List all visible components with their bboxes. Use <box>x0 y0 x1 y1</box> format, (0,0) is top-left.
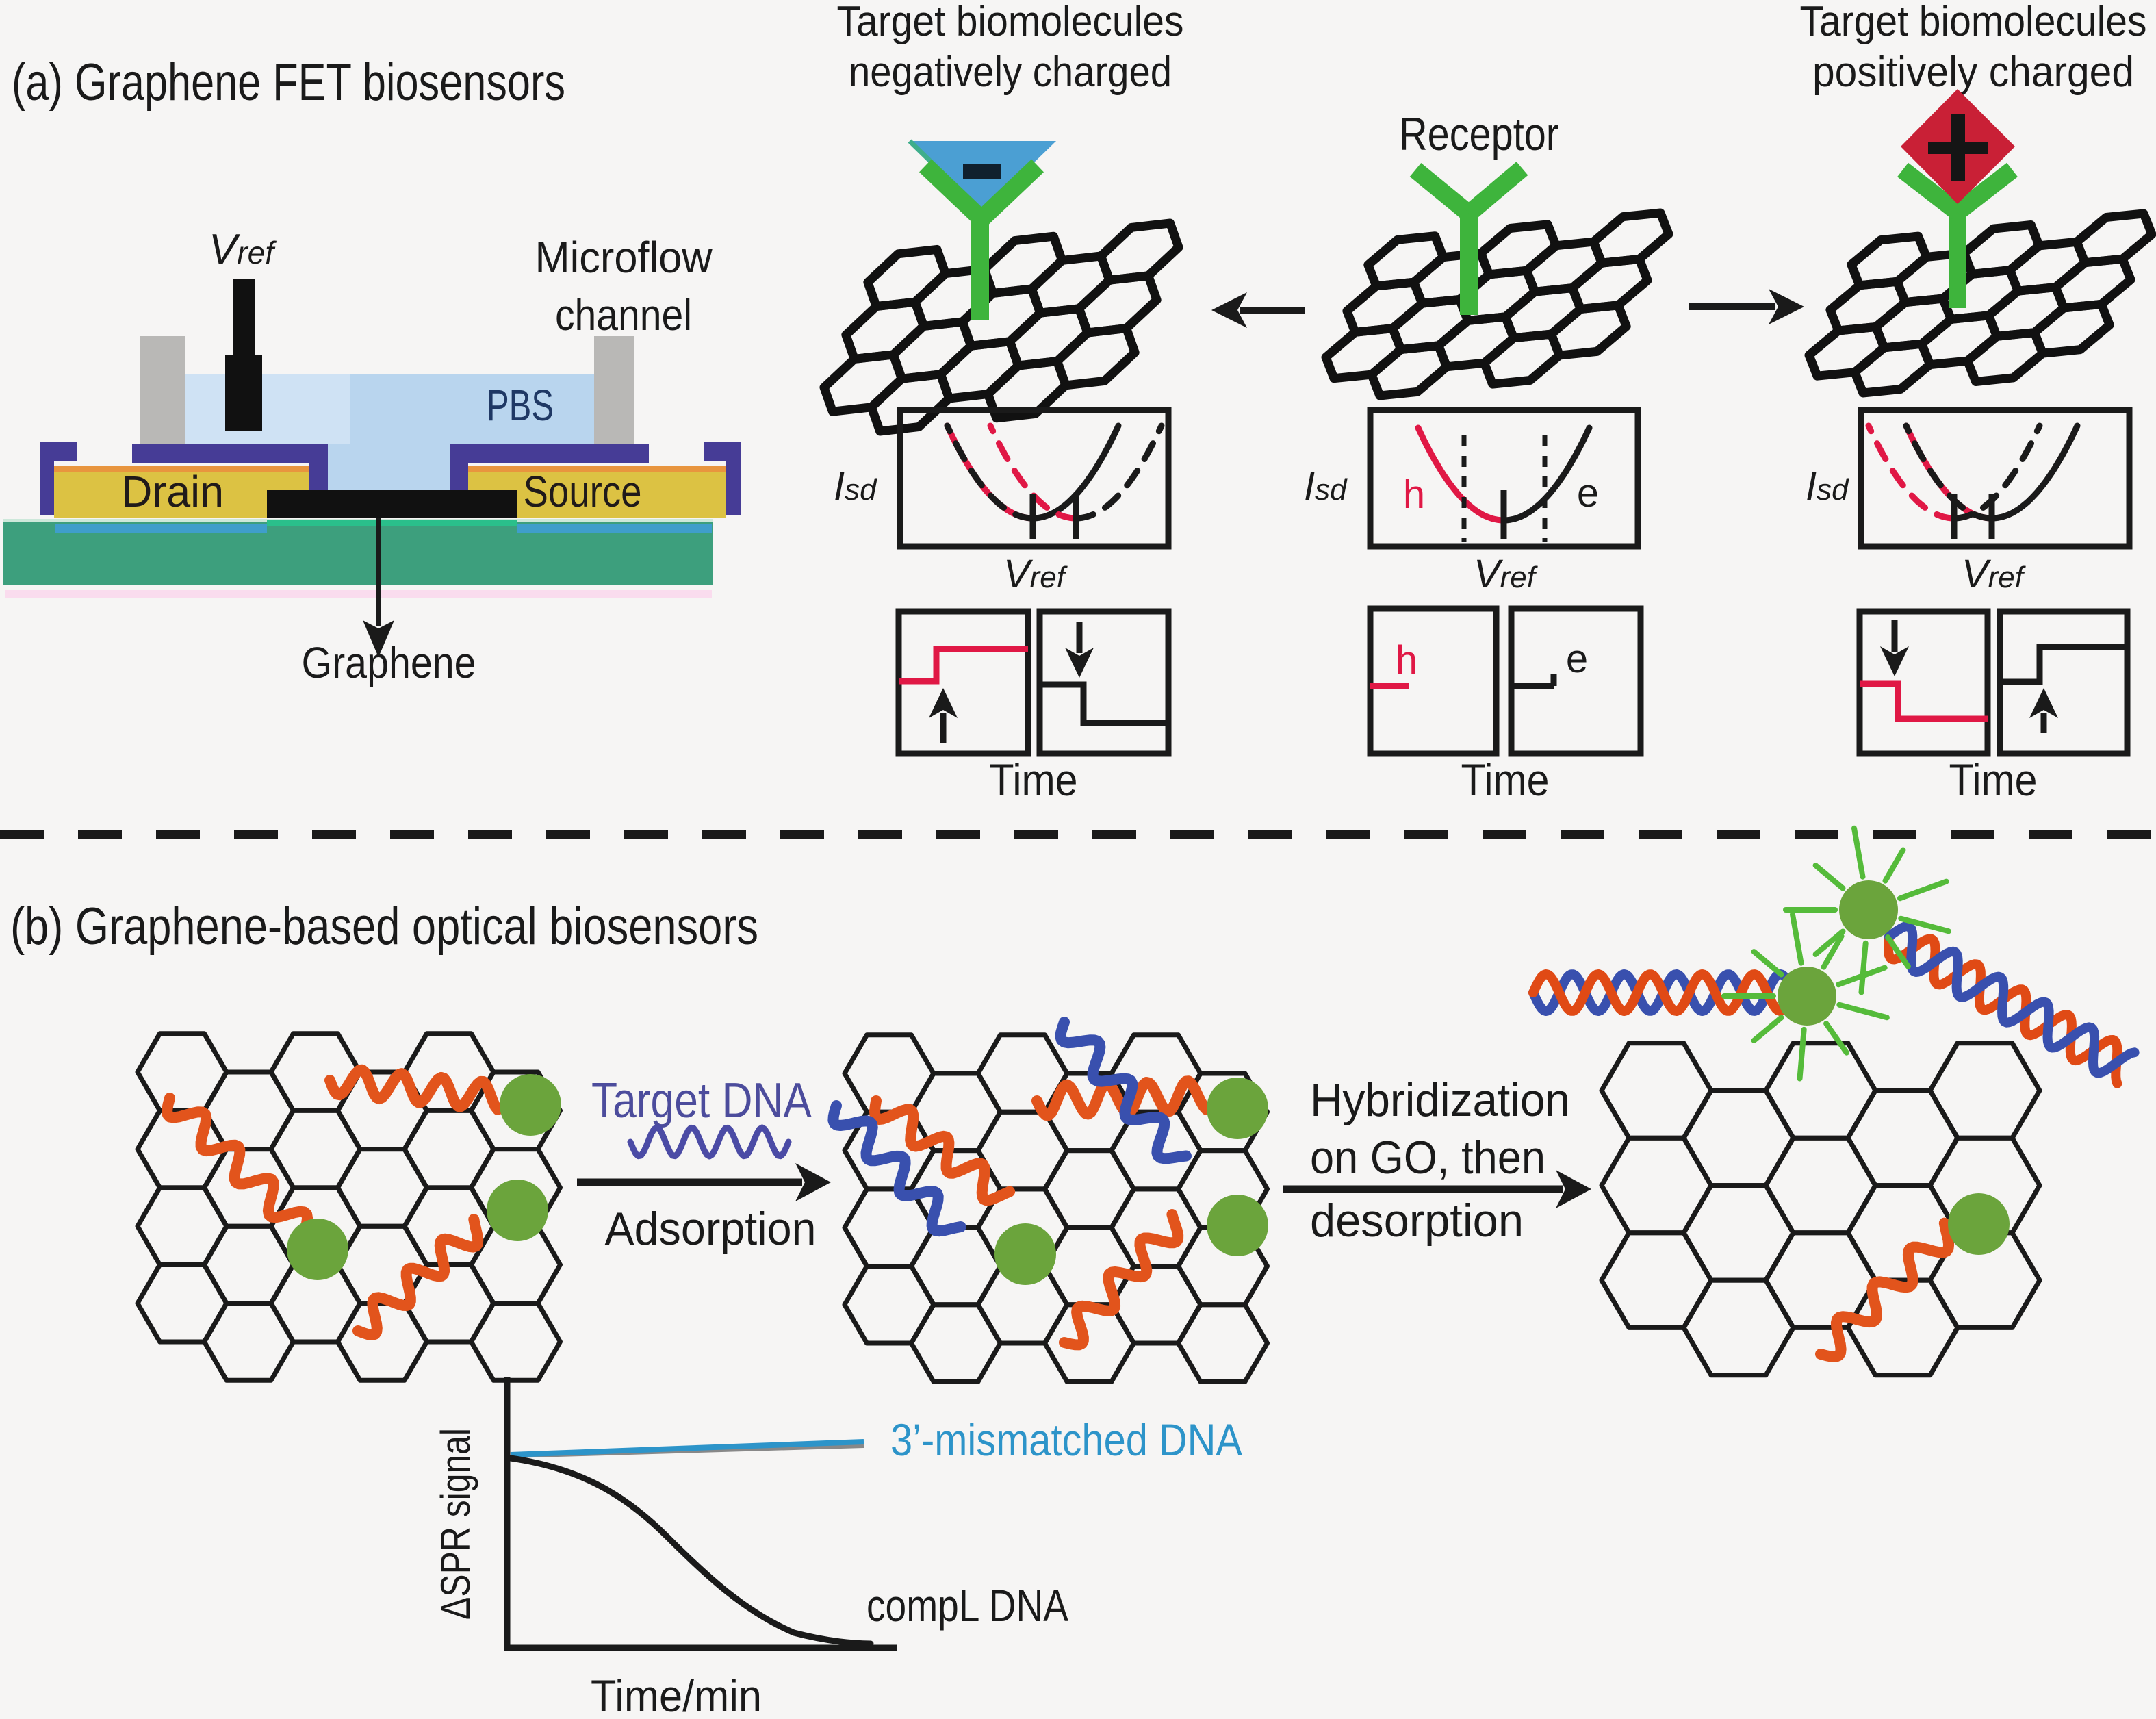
svg-text:Vref: Vref <box>1003 552 1068 596</box>
svg-text:desorption: desorption <box>1310 1195 1524 1247</box>
svg-text:Time/min: Time/min <box>591 1670 762 1719</box>
svg-text:Drain: Drain <box>121 467 224 516</box>
svg-text:Time: Time <box>990 754 1078 805</box>
svg-text:Receptor: Receptor <box>1399 108 1559 160</box>
svg-text:Time: Time <box>1461 754 1550 805</box>
svg-text:Hybridization: Hybridization <box>1310 1074 1570 1126</box>
svg-text:e: e <box>1577 471 1599 515</box>
svg-text:Vref: Vref <box>1962 552 2027 596</box>
svg-text:h: h <box>1396 638 1417 683</box>
svg-text:Adsorption: Adsorption <box>605 1203 817 1255</box>
svg-text:ΔSPR signal: ΔSPR signal <box>433 1428 478 1620</box>
svg-text:h: h <box>1403 472 1425 517</box>
svg-text:on GO, then: on GO, then <box>1310 1132 1545 1184</box>
svg-text:negatively charged: negatively charged <box>849 49 1172 96</box>
svg-text:Isd: Isd <box>1806 464 1849 509</box>
svg-text:Target biomolecules: Target biomolecules <box>1800 0 2147 45</box>
svg-text:channel: channel <box>555 290 692 340</box>
svg-text:PBS: PBS <box>487 381 554 430</box>
svg-text:(b) Graphene-based optical bio: (b) Graphene-based optical biosensors <box>10 897 758 956</box>
svg-text:Vref: Vref <box>209 226 277 273</box>
svg-text:compL DNA: compL DNA <box>867 1580 1068 1631</box>
svg-text:e: e <box>1566 637 1588 681</box>
svg-text:Source: Source <box>524 467 642 516</box>
svg-text:Time: Time <box>1949 754 2038 805</box>
svg-text:positively charged: positively charged <box>1812 49 2134 96</box>
svg-text:Isd: Isd <box>834 464 877 509</box>
svg-text:Isd: Isd <box>1304 464 1348 509</box>
svg-text:Target biomolecules: Target biomolecules <box>837 0 1184 45</box>
svg-text:(a) Graphene FET biosensors: (a) Graphene FET biosensors <box>12 53 565 112</box>
svg-text:Microflow: Microflow <box>535 233 713 282</box>
svg-text:Vref: Vref <box>1474 552 1539 596</box>
svg-text:Graphene: Graphene <box>302 638 476 687</box>
svg-text:3’-mismatched DNA: 3’-mismatched DNA <box>890 1414 1242 1465</box>
svg-text:Target DNA: Target DNA <box>591 1073 812 1128</box>
